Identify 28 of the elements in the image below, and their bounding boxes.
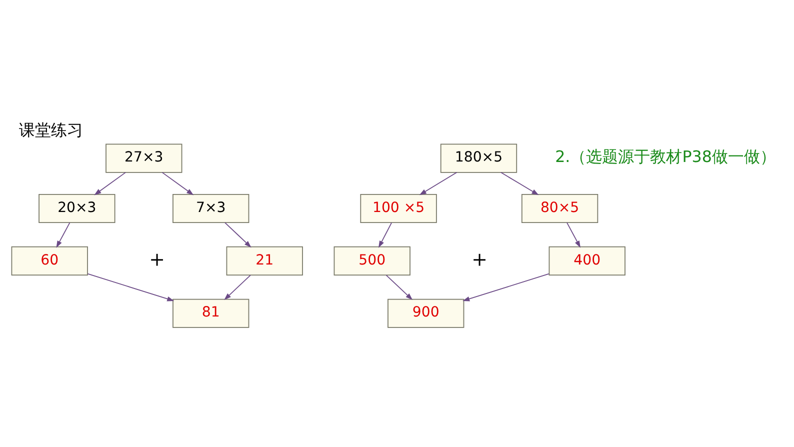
arrow (500, 172, 539, 196)
arrow (386, 274, 413, 300)
arrow (566, 222, 581, 248)
node-box: 80×5 (521, 194, 598, 224)
arrow (378, 222, 392, 248)
arrow (94, 172, 126, 196)
node-box: 7×3 (172, 194, 250, 224)
arrow (224, 222, 252, 248)
label: 2.（选题源于教材P38做一做） (555, 147, 776, 166)
node-box: 100 ×5 (360, 194, 437, 224)
arrow (224, 274, 251, 300)
arrow (56, 222, 70, 248)
node-box: 900 (388, 298, 464, 328)
node-box: 180×5 (440, 144, 518, 173)
arrow (87, 273, 174, 302)
arrow (162, 172, 194, 196)
node-box: 21 (226, 246, 303, 276)
node-box: 27×3 (106, 144, 182, 173)
node-box: 20×3 (38, 194, 116, 224)
label: ＋ (468, 246, 492, 272)
arrow (419, 172, 458, 196)
diagram-title: 课堂练习 (18, 120, 83, 140)
label: ＋ (146, 246, 169, 272)
node-box: 81 (172, 298, 250, 328)
node-box: 60 (11, 246, 88, 276)
node-box: 400 (548, 246, 626, 276)
arrow (462, 273, 550, 302)
node-box: 500 (334, 246, 410, 276)
